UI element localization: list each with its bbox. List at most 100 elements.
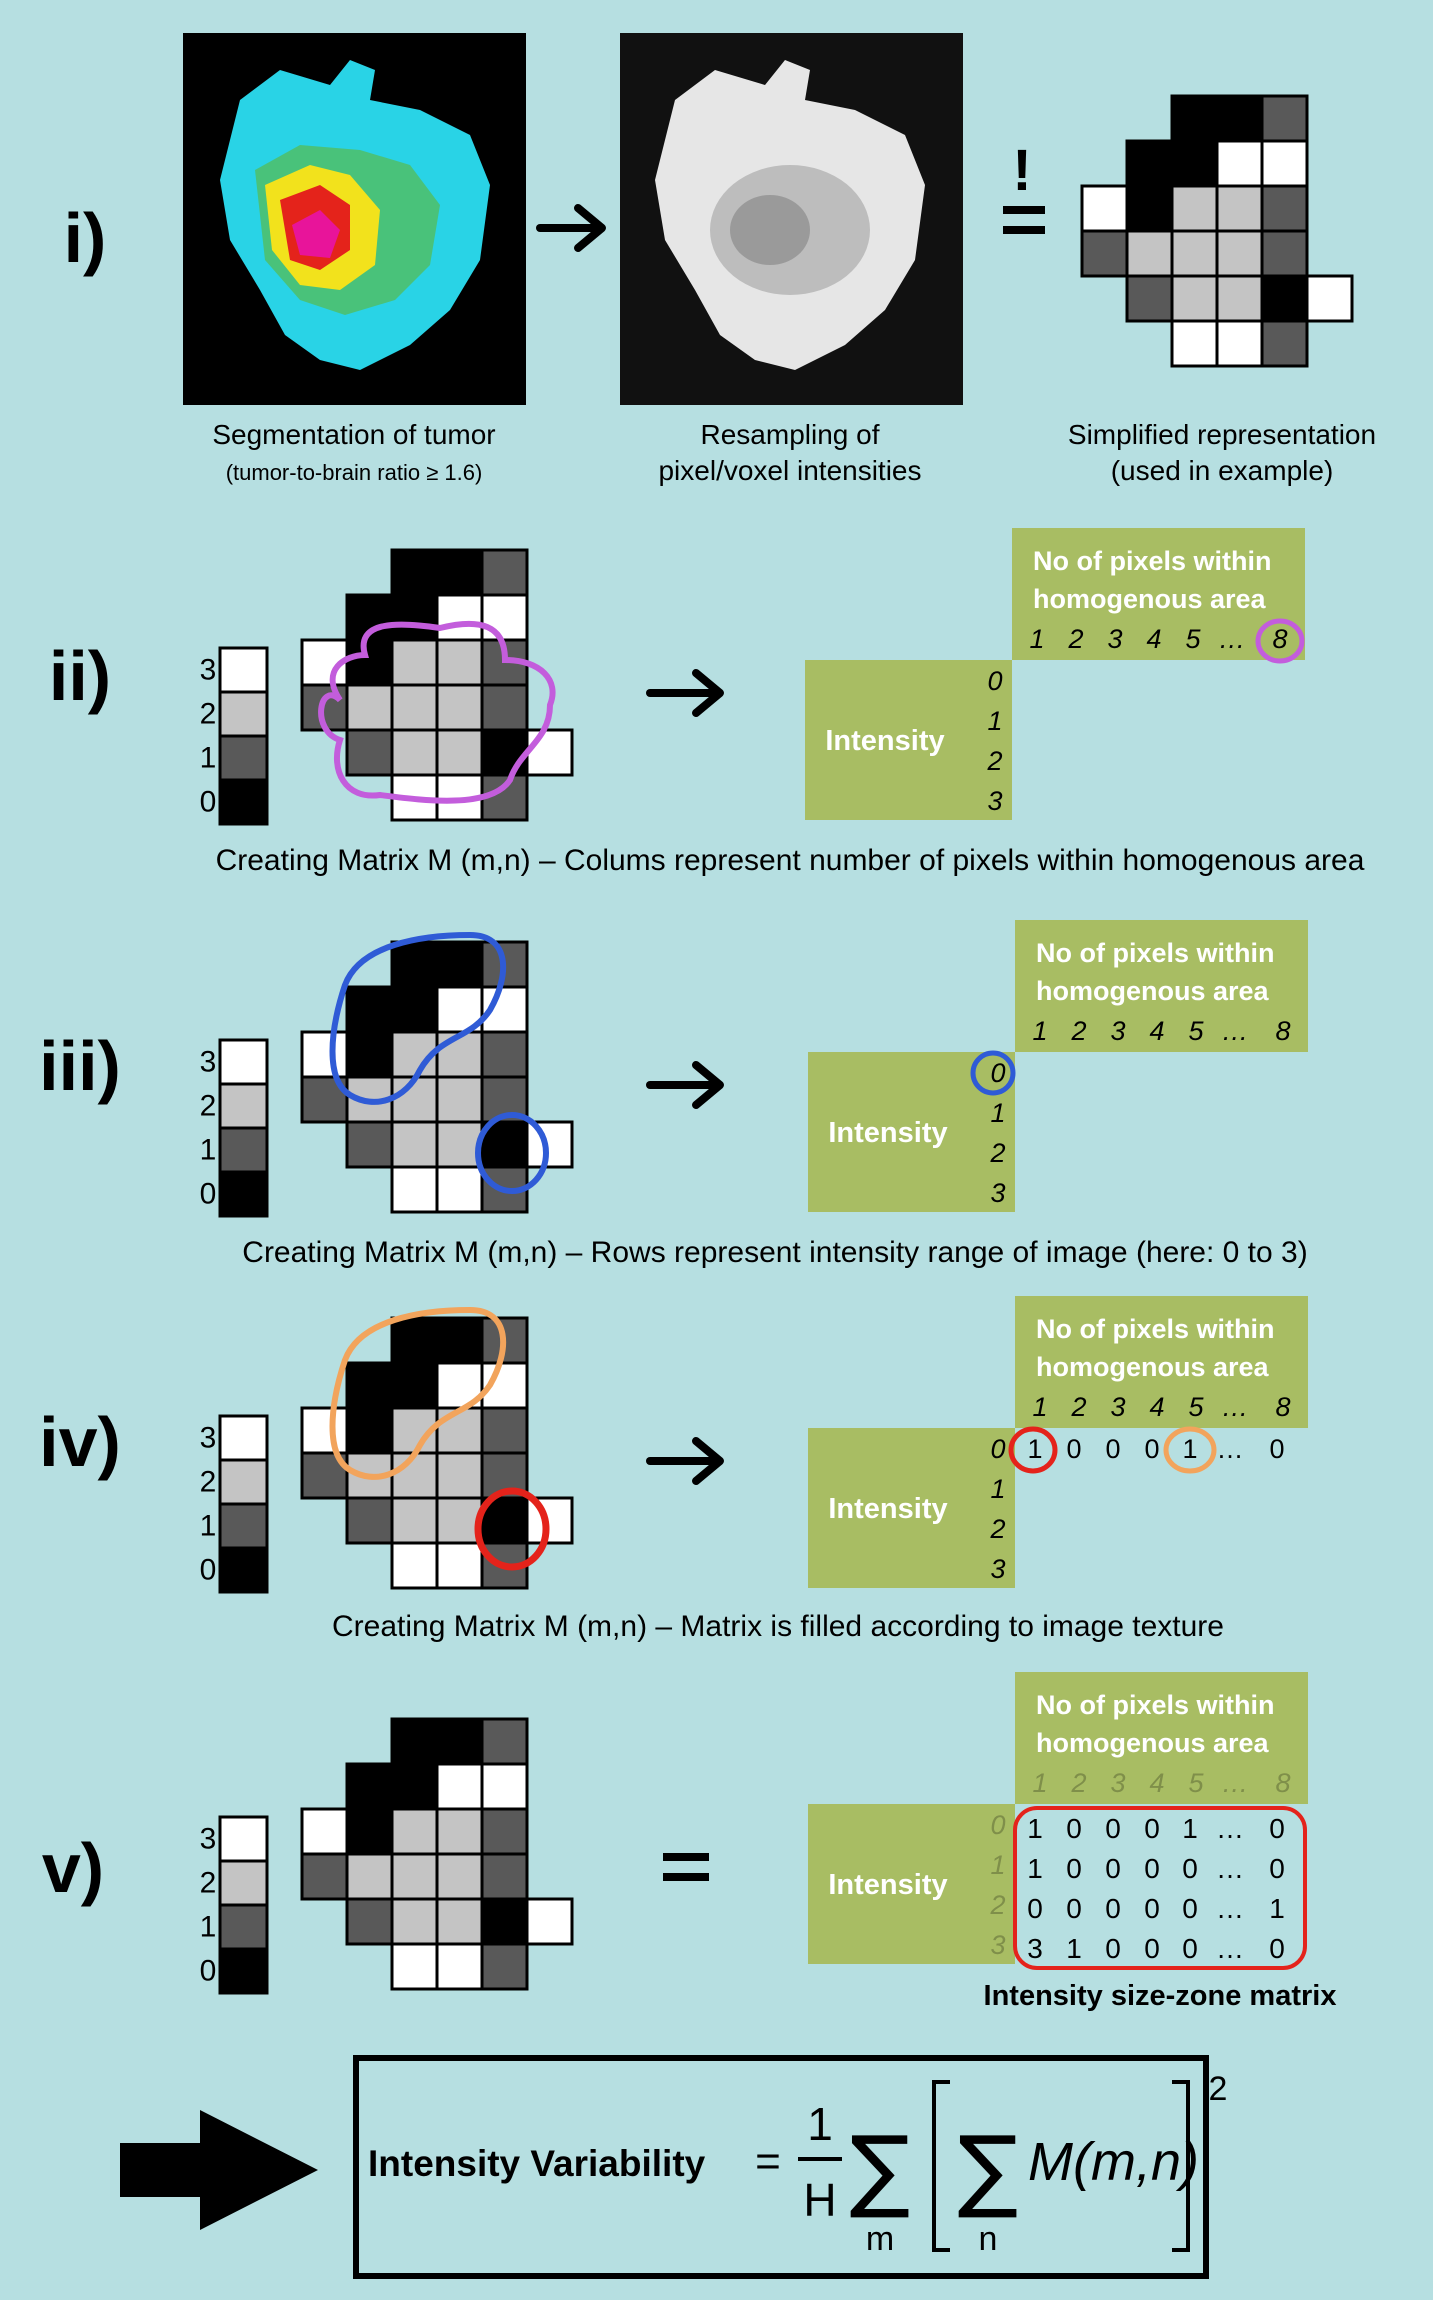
col-header-panel — [1015, 1672, 1308, 1804]
grid-pixel — [480, 1762, 529, 1811]
assignment-exclaim: ! — [1012, 138, 1031, 203]
col-header-text: No of pixels within — [1036, 1314, 1275, 1344]
matrix-cell: … — [1216, 1813, 1244, 1844]
col-label: 3 — [1110, 1768, 1125, 1798]
matrix-cell: 0 — [1105, 1893, 1121, 1924]
col-label: 1 — [1032, 1016, 1047, 1046]
grid-pixel — [1170, 319, 1219, 368]
row-label: 2 — [989, 1514, 1005, 1544]
grid-pixel — [390, 1541, 439, 1590]
col-label: … — [1222, 1392, 1249, 1422]
matrix-cell: … — [1216, 1933, 1244, 1964]
grid-pixel — [435, 1406, 484, 1455]
intensity-scale-label: 1 — [200, 1911, 217, 1944]
grid-pixel — [390, 1451, 439, 1500]
col-label: 8 — [1272, 624, 1287, 654]
grid-pixel — [390, 1807, 439, 1856]
grid-pixel — [345, 683, 394, 732]
intensity-scale-label: 3 — [200, 1823, 217, 1856]
intensity-scale-swatch — [218, 778, 269, 826]
grid-pixel — [1260, 319, 1309, 368]
grid-pixel — [390, 1496, 439, 1545]
col-label: 2 — [1070, 1016, 1086, 1046]
row-label: 2 — [989, 1138, 1005, 1168]
grid-pixel — [345, 1120, 394, 1169]
matrix-cell: … — [1216, 1853, 1244, 1884]
grid-pixel — [390, 1165, 439, 1214]
row-label: 1 — [990, 1474, 1005, 1504]
matrix-cell: 1 — [1066, 1933, 1082, 1964]
matrix-caption: Intensity size-zone matrix — [984, 1980, 1337, 2012]
matrix-cell: 1 — [1027, 1853, 1043, 1884]
intensity-scale-label: 3 — [200, 654, 217, 687]
intensity-scale-label: 2 — [200, 698, 217, 731]
black-zone-outline-large — [329, 1306, 506, 1480]
step1-arrow-head — [692, 669, 724, 717]
formula-index-n: n — [979, 2220, 998, 2258]
homogenous-area-outline — [318, 620, 556, 804]
intensity-scale-swatch — [218, 1546, 269, 1594]
grid-pixel — [435, 1316, 484, 1365]
equals-bar — [663, 1873, 709, 1881]
matrix-cell: 0 — [1182, 1853, 1198, 1884]
intensity-scale-label: 0 — [200, 1554, 217, 1587]
grid-pixel — [390, 638, 439, 687]
matrix-cell: 0 — [1269, 1933, 1285, 1964]
grid-pixel — [390, 548, 439, 597]
grid-pixel — [435, 1165, 484, 1214]
grid-pixel — [390, 1897, 439, 1946]
matrix-cell: 1 — [1269, 1893, 1285, 1924]
equals-bar — [663, 1853, 709, 1861]
matrix-cell: 0 — [1105, 1853, 1121, 1884]
col-label: 2 — [1067, 624, 1083, 654]
intensity-scale-label: 0 — [200, 1955, 217, 1988]
intensity-scale-swatch — [218, 1502, 269, 1550]
grid-pixel — [435, 1762, 484, 1811]
col-header-panel — [1015, 920, 1308, 1052]
grid-pixel — [390, 728, 439, 777]
row-header-panel — [808, 1052, 1015, 1212]
row-label: 1 — [990, 1098, 1005, 1128]
col-label: 3 — [1107, 624, 1122, 654]
matrix-values-frame — [1013, 1806, 1307, 1970]
matrix-cell: 1 — [1027, 1813, 1043, 1844]
grid-pixel — [1215, 184, 1264, 233]
matrix-cell: 0 — [1066, 1853, 1082, 1884]
grid-pixel — [435, 1807, 484, 1856]
grid-pixel — [1080, 229, 1129, 278]
step-caption: Creating Matrix M (m,n) – Rows represent… — [242, 1236, 1307, 1269]
grid-pixel — [480, 1717, 529, 1766]
step-label: iii) — [39, 1027, 121, 1105]
intensity-scale-swatch — [218, 1458, 269, 1506]
col-label: 4 — [1149, 1768, 1164, 1798]
col-label: … — [1222, 1016, 1249, 1046]
cell-highlight-orange — [1163, 1426, 1217, 1474]
col-header-text: No of pixels within — [1033, 546, 1272, 576]
grid-pixel — [1170, 274, 1219, 323]
matrix-cell: 0 — [1269, 1813, 1285, 1844]
intensity-scale-swatch — [218, 1903, 269, 1951]
col-8-highlight — [1255, 618, 1305, 664]
step2-arrow-head — [692, 1061, 724, 1109]
grid-pixel — [390, 1316, 439, 1365]
grid-pixel — [345, 1030, 394, 1079]
grid-pixel — [390, 985, 439, 1034]
pixel-grid-step1 — [1080, 94, 1354, 368]
result-arrow — [120, 2110, 318, 2230]
grid-pixel — [1125, 139, 1174, 188]
grid-pixel — [435, 1852, 484, 1901]
grid-pixel — [1260, 229, 1309, 278]
pixel-grid-step5 — [300, 1717, 574, 1991]
grid-pixel — [345, 638, 394, 687]
row-label: 0 — [990, 1810, 1005, 1840]
grid-pixel — [435, 1942, 484, 1991]
grid-pixel — [435, 1030, 484, 1079]
intensity-scale-label: 0 — [200, 1178, 217, 1211]
formula-box — [353, 2055, 1209, 2279]
matrix-cell: 0 — [1269, 1853, 1285, 1884]
matrix-cell: 0 — [1182, 1893, 1198, 1924]
intensity-scale-swatch — [218, 1126, 269, 1174]
col-label: 5 — [1188, 1016, 1204, 1046]
grid-pixel — [435, 638, 484, 687]
matrix-cell: 0 — [1144, 1893, 1160, 1924]
